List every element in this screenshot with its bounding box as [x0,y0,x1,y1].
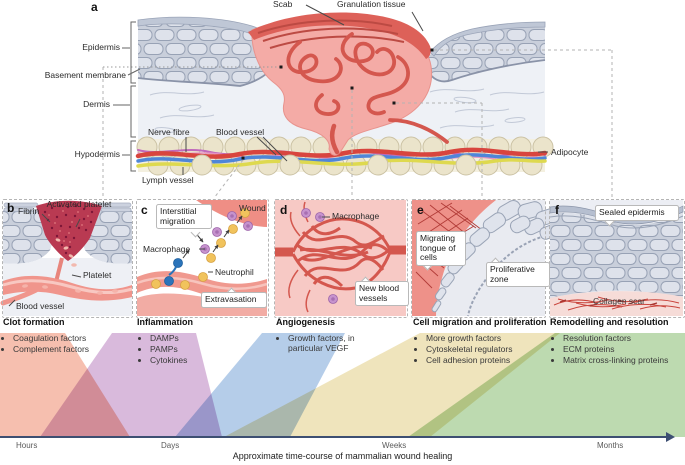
phase-title-angiogenesis: Angiogenesis [276,317,336,327]
panel-d-border [274,199,408,318]
figure-caption: Approximate time-course of mammalian wou… [232,451,453,461]
panel-d-letter: d [280,203,288,217]
panel-c-border [136,199,269,318]
label-epidermis: Epidermis [82,42,120,52]
callout-new-blood-vessels: New blood vessels [355,281,409,306]
phase-list-clot-formation: Coagulation factors Complement factors [3,333,105,355]
label-hypodermis: Hypodermis [74,149,120,159]
bullet: Complement factors [13,344,105,354]
panel-d-art [275,200,406,316]
bullet: Cytoskeletal regulators [426,344,556,354]
tick-months: Months [597,441,624,450]
label-dermis: Dermis [83,99,110,109]
bullet: PAMPs [150,344,230,354]
panel-f-letter: f [555,203,559,217]
label-nerve-fibre: Nerve fibre [148,127,190,137]
bullet: Cell adhesion proteins [426,355,556,365]
bullet: Growth factors, in particular VEGF [288,333,368,353]
phase-title-clot-formation: Clot formation [3,317,65,327]
label-fibrin: Fibrin [18,206,40,216]
callout-sealed-epidermis: Sealed epidermis [595,205,679,221]
panel-e-letter: e [417,203,424,217]
time-axis-arrowhead [666,432,675,442]
connector-lines [8,4,613,307]
bullet: Cytokines [150,355,230,365]
panel-c-letter: c [141,203,148,217]
label-basement-membrane: Basement membrane [44,70,126,80]
phase-list-remodelling: Resolution factors ECM proteins Matrix c… [553,333,685,366]
callout-interstitial-migration: Interstitial migration [156,204,212,229]
phase-title-inflammation: Inflammation [137,317,194,327]
label-macrophage-d: Macrophage [332,211,380,221]
label-blood-vessel-a: Blood vessel [216,127,265,137]
panel-e-border [411,199,546,318]
label-activated-platelet: Activated platelet [46,199,112,209]
bullet: More growth factors [426,333,556,343]
phase-list-inflammation: DAMPs PAMPs Cytokines [140,333,230,366]
bullet: Coagulation factors [13,333,105,343]
bullet: ECM proteins [563,344,685,354]
panel-b-border [2,199,133,318]
tick-days: Days [161,441,180,450]
callout-proliferative-zone: Proliferative zone [486,262,550,287]
phase-list-cell-migration: More growth factors Cytoskeletal regulat… [416,333,556,366]
phase-list-angiogenesis: Growth factors, in particular VEGF [278,333,368,354]
bullet: Resolution factors [563,333,685,343]
panel-f-art [549,200,684,316]
timeline-wedges [0,333,685,437]
label-blood-vessel-b: Blood vessel [16,301,65,311]
callout-migrating-tongue: Migrating tongue of cells [416,231,466,266]
panel-a-art [135,12,554,176]
tick-weeks: Weeks [382,441,407,450]
callout-extravasation: Extravasation [201,292,267,308]
label-platelet: Platelet [83,270,112,280]
label-granulation-tissue: Granulation tissue [337,0,406,9]
panel-b-letter: b [7,201,15,215]
bullet: DAMPs [150,333,230,343]
panel-a-letter: a [91,0,98,14]
tick-hours: Hours [16,441,38,450]
panel-b-art [0,200,133,316]
label-adipocyte: Adipocyte [551,147,589,157]
label-collagen-scar: Collagen scar [593,296,645,306]
label-scab: Scab [273,0,293,9]
phase-title-cell-migration: Cell migration and proliferation [413,317,547,327]
label-macrophage-c: Macrophage [143,244,191,254]
label-neutrophil: Neutrophil [215,267,254,277]
phase-title-remodelling: Remodelling and resolution [550,317,669,327]
label-wound: Wound [239,203,266,213]
label-lymph-vessel: Lymph vessel [142,175,194,185]
time-axis [0,436,668,438]
bullet: Matrix cross-linking proteins [563,355,685,365]
